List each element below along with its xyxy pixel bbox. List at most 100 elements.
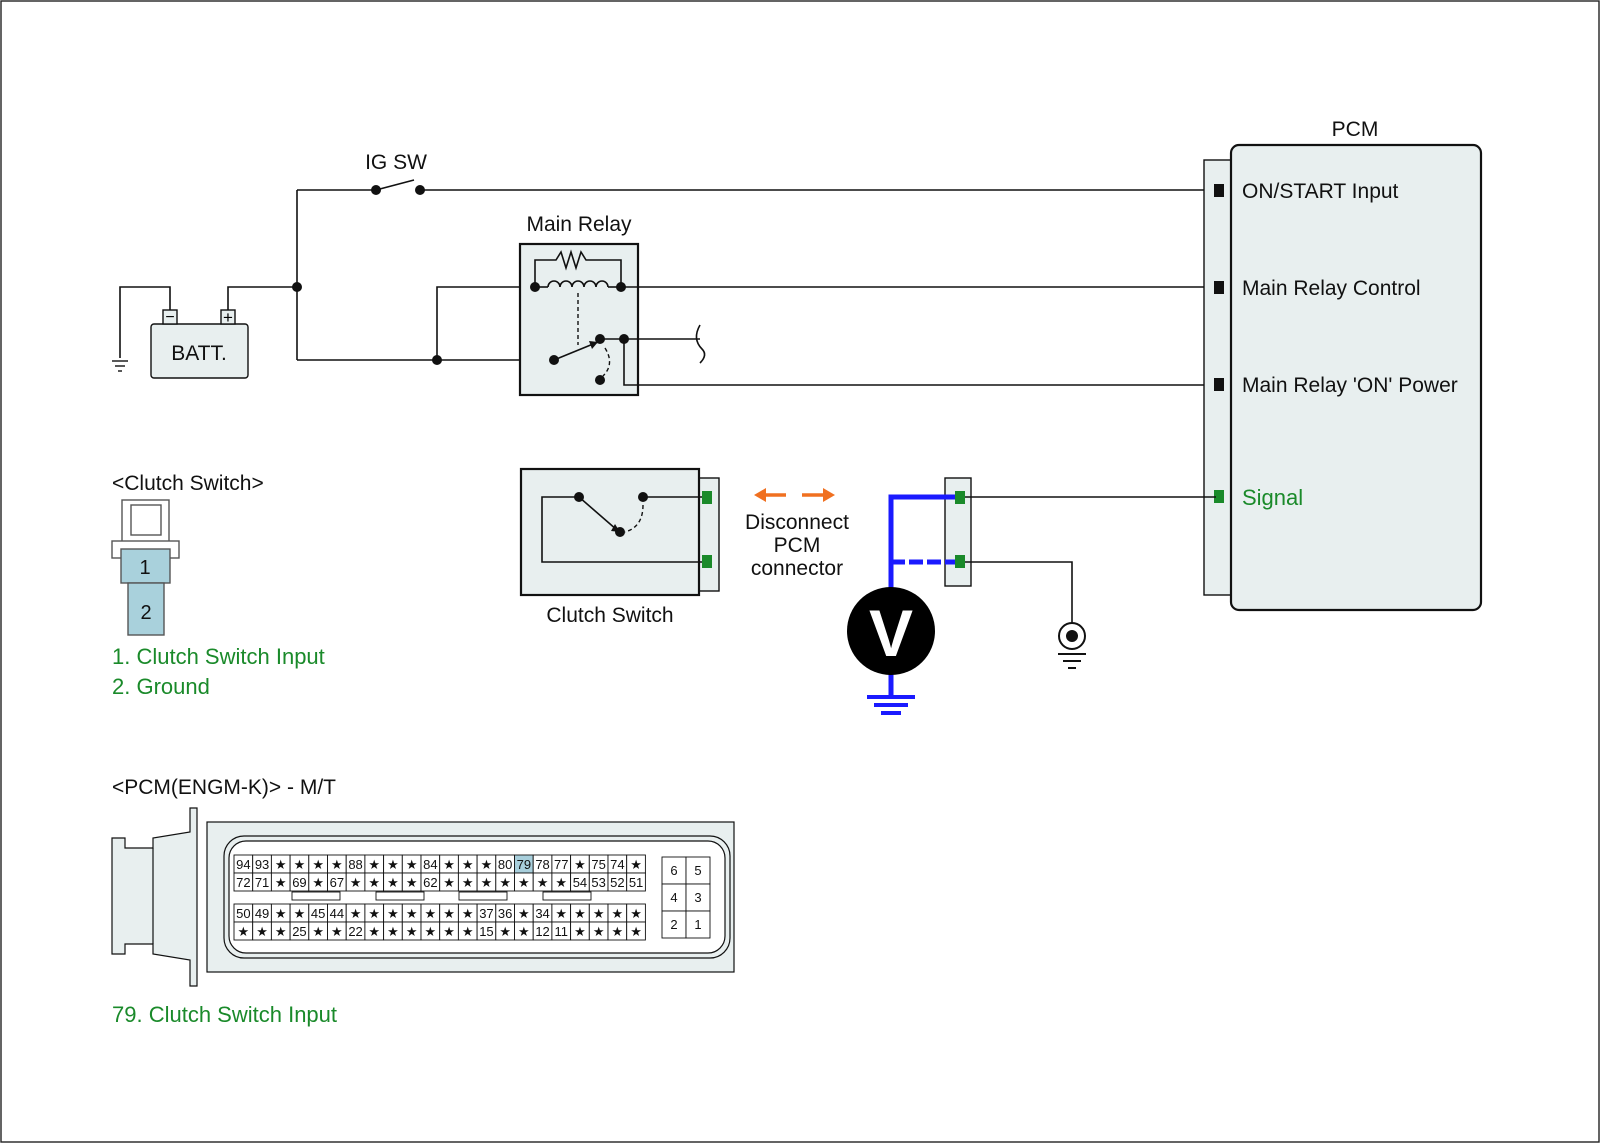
pin-label: ★ (368, 857, 380, 872)
clutch-legend-2: 2. Ground (112, 674, 210, 699)
pin-label: 62 (423, 875, 437, 890)
side-pin-label: 4 (670, 890, 677, 905)
pin-label: 71 (255, 875, 269, 890)
pin-label: 67 (330, 875, 344, 890)
pcm-body (1229, 143, 1483, 612)
pin-label: ★ (406, 906, 418, 921)
battery-negative-wire (119, 286, 171, 358)
connector-key (458, 891, 508, 901)
battery-plus-sign: + (223, 308, 233, 327)
pin-label: ★ (630, 906, 642, 921)
ground-wire (965, 561, 1073, 623)
pin-label: ★ (443, 857, 455, 872)
pin-label: ★ (443, 924, 455, 939)
pin-label: ★ (387, 857, 399, 872)
pin-label: ★ (331, 857, 343, 872)
pin-label: 51 (629, 875, 643, 890)
pin-label: 53 (591, 875, 605, 890)
pin-label: ★ (406, 924, 418, 939)
pin-label: ★ (499, 875, 511, 890)
pin-label: ★ (331, 924, 343, 939)
connector-key (291, 891, 341, 901)
clutch-connector-pin-1 (120, 548, 171, 584)
clutch-switch-label: Clutch Switch (546, 604, 673, 627)
pin-label: ★ (537, 875, 549, 890)
pin-label: ★ (462, 875, 474, 890)
pin-label: ★ (555, 875, 567, 890)
pin-label: ★ (481, 875, 493, 890)
battery-ground-icon (112, 360, 128, 372)
pcm-signal-label: Signal (1242, 485, 1303, 510)
pin-label: 45 (311, 906, 325, 921)
pin-label: 80 (498, 857, 512, 872)
pin-label: 74 (610, 857, 624, 872)
pin-label: ★ (518, 875, 530, 890)
clutch-connector-pin-2 (127, 582, 165, 636)
clutch-switch (519, 467, 701, 597)
pin-label: 77 (554, 857, 568, 872)
battery-positive-terminal (220, 309, 236, 325)
connector-key (375, 891, 425, 901)
side-pin-cell (685, 910, 711, 939)
clutch-switch-icon (541, 492, 702, 563)
pin-label: ★ (612, 906, 624, 921)
pin-label: 12 (535, 924, 549, 939)
pin-label: 49 (255, 906, 269, 921)
pin-label: 79 (517, 857, 531, 872)
pcm-unit: PCM ON/START Input Main Relay Control Ma… (1203, 118, 1483, 612)
clutch-terminal-2 (702, 555, 712, 568)
pin-label: ★ (481, 857, 493, 872)
pin-label: ★ (443, 875, 455, 890)
pin-2-number: 2 (140, 602, 151, 624)
pcm-terminal-on-start (1214, 184, 1224, 197)
pin-label: 36 (498, 906, 512, 921)
pin-label: ★ (275, 875, 287, 890)
pin-cell (626, 921, 646, 941)
disconnect-line-1: Disconnect (745, 511, 849, 534)
ig-sw-label: IG SW (365, 151, 427, 174)
pin-label: ★ (350, 875, 362, 890)
pin-1-number: 1 (139, 557, 150, 579)
clutch-terminal-1 (702, 491, 712, 504)
pin-label: ★ (368, 924, 380, 939)
pin-label: ★ (499, 924, 511, 939)
battery (150, 323, 249, 379)
pin-label: 44 (330, 906, 344, 921)
clutch-connector-title: <Clutch Switch> (112, 472, 264, 495)
battery-minus-sign: − (165, 309, 174, 326)
ig-sw-blade (375, 179, 415, 191)
pin-label: ★ (443, 906, 455, 921)
clutch-test-circuit: Clutch Switch Disconnect PCM connector (519, 467, 1216, 715)
pin-label: ★ (387, 924, 399, 939)
pcm-connector-legend: 79. Clutch Switch Input (112, 1002, 337, 1027)
pin-label: 37 (479, 906, 493, 921)
main-relay (518, 242, 640, 397)
pin-label: ★ (312, 924, 324, 939)
pcm-terminal-relay-control (1214, 281, 1224, 294)
battery-positive-wire (227, 286, 297, 310)
side-pin-label: 1 (694, 917, 701, 932)
pin-label: 50 (236, 906, 250, 921)
voltmeter-icon (847, 587, 935, 675)
pin-label: ★ (518, 924, 530, 939)
junction-dot (292, 282, 302, 292)
pin-label: ★ (555, 906, 567, 921)
pin-label: 72 (236, 875, 250, 890)
pin-label: ★ (593, 924, 605, 939)
pin-label: ★ (238, 924, 250, 939)
pin-label: ★ (275, 924, 287, 939)
pin-label: 88 (348, 857, 362, 872)
pin-label: ★ (406, 857, 418, 872)
pin-label: ★ (294, 906, 306, 921)
pin-label: ★ (312, 875, 324, 890)
pin-label: ★ (256, 924, 268, 939)
meter-ground-icon (867, 695, 915, 715)
relay-on-power-wire (623, 339, 1216, 386)
pin-label: 15 (479, 924, 493, 939)
side-pin-cell (685, 856, 711, 885)
pin-label: 54 (573, 875, 587, 890)
clutch-legend-1: 1. Clutch Switch Input (112, 644, 325, 669)
